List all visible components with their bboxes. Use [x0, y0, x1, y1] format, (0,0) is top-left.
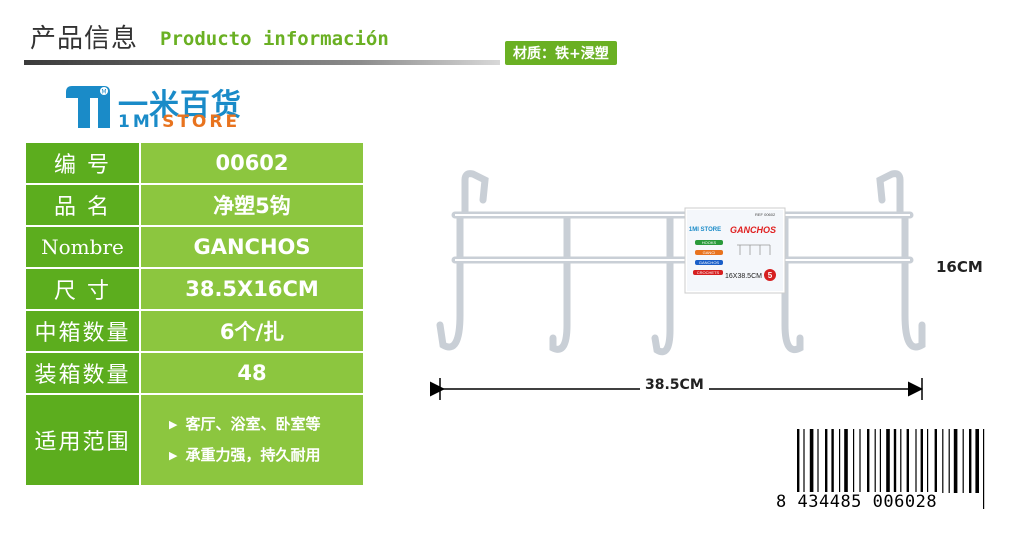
barcode-bar	[844, 429, 848, 493]
page-title-spanish: Producto información	[160, 28, 389, 50]
product-card: 1MI STORE REF 00602 GANCHOS HOOKS GANCI …	[684, 207, 786, 294]
material-badge: 材质：铁+浸塑	[505, 41, 617, 65]
card-tag: HOOKS	[702, 240, 717, 245]
barcode-bar	[803, 429, 805, 509]
card-tag: GANCHOS	[699, 260, 720, 265]
barcode-bar	[962, 429, 964, 493]
logo-chinese-text: 一米百货	[118, 88, 242, 123]
card-size: 16X38.5CM	[725, 273, 762, 280]
barcode-bar	[859, 429, 861, 493]
use-list: ▶ 客厅、浴室、卧室等 ▶ 承重力强，持久耐用	[141, 409, 363, 471]
barcode-bar	[942, 429, 944, 493]
inner-pack-label: 中箱数量	[24, 309, 141, 353]
table-row: 编 号 00602	[24, 141, 365, 185]
use-value: ▶ 客厅、浴室、卧室等 ▶ 承重力强，持久耐用	[139, 393, 365, 487]
card-brand: 1MI STORE	[689, 227, 721, 233]
code-value: 00602	[139, 141, 365, 185]
barcode-bar	[874, 429, 876, 493]
barcode-bar	[853, 429, 855, 493]
table-row: Nombre GANCHOS	[24, 225, 365, 269]
barcode-bar	[879, 429, 881, 493]
barcode-bar	[934, 429, 937, 493]
barcode-bar	[906, 429, 909, 493]
barcode-bar	[983, 429, 985, 509]
barcode	[797, 429, 985, 509]
card-title: GANCHOS	[730, 225, 776, 235]
barcode-bar	[809, 429, 814, 493]
barcode-bar	[797, 429, 800, 509]
page-title: 产品信息	[30, 24, 139, 54]
size-label: 尺 寸	[24, 267, 141, 311]
barcode-bar	[975, 429, 979, 493]
inner-pack-value: 6个/扎	[139, 309, 365, 353]
barcode-group-right: 006028	[872, 492, 938, 512]
nombre-value: GANCHOS	[139, 225, 365, 269]
barcode-bar	[831, 429, 834, 493]
table-row: 品 名 净塑5钩	[24, 183, 365, 227]
code-label: 编 号	[24, 141, 141, 185]
svg-text:M: M	[101, 89, 106, 96]
logo-en-suffix: STORE	[162, 112, 241, 132]
header-divider	[24, 60, 500, 65]
list-item: ▶ 客厅、浴室、卧室等	[169, 409, 363, 440]
outer-pack-label: 装箱数量	[24, 351, 141, 395]
table-row: 尺 寸 38.5X16CM	[24, 267, 365, 311]
barcode-bar	[867, 429, 870, 493]
barcode-bar	[948, 429, 950, 493]
logo-mark-icon: M	[66, 86, 110, 128]
bullet-triangle-icon: ▶	[169, 418, 178, 431]
barcode-first-digit: 8	[776, 492, 787, 512]
barcode-bar	[953, 429, 958, 493]
barcode-bar	[817, 429, 819, 493]
use-label: 适用范围	[24, 393, 141, 487]
product-illustration: 1MI STORE REF 00602 GANCHOS HOOKS GANCI …	[430, 170, 926, 400]
size-value: 38.5X16CM	[139, 267, 365, 311]
card-ref: REF 00602	[755, 212, 776, 217]
bullet-triangle-icon: ▶	[169, 449, 178, 462]
logo-en-prefix: 1MI	[118, 112, 163, 132]
barcode-bar	[893, 429, 897, 509]
name-label: 品 名	[24, 183, 141, 227]
barcode-group-left: 434485	[797, 492, 862, 512]
logo-english-text: 1MISTORE	[118, 114, 240, 131]
use-item-text: 承重力强，持久耐用	[185, 446, 321, 464]
barcode-bar	[900, 429, 902, 509]
nombre-label: Nombre	[24, 225, 141, 269]
table-row: 中箱数量 6个/扎	[24, 309, 365, 353]
brand-logo: M 一米百货 1MISTORE	[64, 82, 284, 132]
outer-pack-value: 48	[139, 351, 365, 395]
name-value: 净塑5钩	[139, 183, 365, 227]
width-label: 38.5CM	[640, 377, 709, 393]
use-item-text: 客厅、浴室、卧室等	[185, 415, 321, 433]
table-row: 适用范围 ▶ 客厅、浴室、卧室等 ▶ 承重力强，持久耐用	[24, 393, 365, 487]
barcode-number: 8 434485 006028	[776, 492, 938, 512]
height-label: 16CM	[936, 258, 983, 276]
spec-table: 编 号 00602 品 名 净塑5钩 Nombre GANCHOS 尺 寸 38…	[24, 141, 365, 487]
card-tag: GANCI	[703, 250, 716, 255]
barcode-bar	[915, 429, 917, 493]
card-tag: CROCHETS	[697, 270, 720, 275]
barcode-bar	[920, 429, 923, 493]
table-row: 装箱数量 48	[24, 351, 365, 395]
barcode-bar	[927, 429, 929, 493]
barcode-bar	[825, 429, 828, 493]
barcode-bar	[969, 429, 972, 493]
list-item: ▶ 承重力强，持久耐用	[169, 440, 363, 471]
barcode-bar	[886, 429, 890, 493]
card-count: 5	[768, 271, 773, 280]
barcode-bar	[839, 429, 841, 493]
